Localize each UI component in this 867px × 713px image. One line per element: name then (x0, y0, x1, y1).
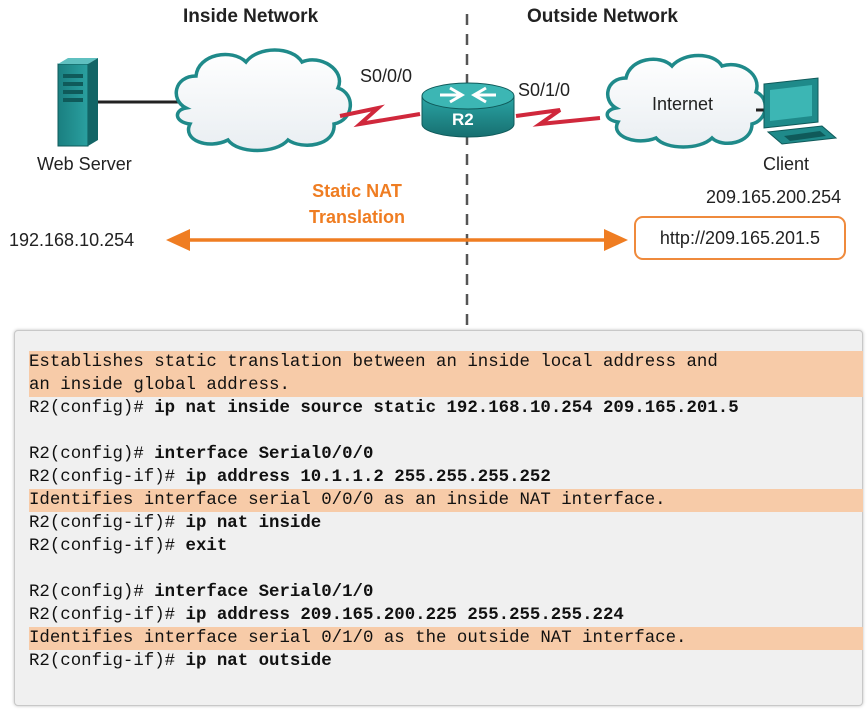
config-line: R2(config-if)# exit (29, 535, 863, 558)
prompt: R2(config)# (29, 399, 144, 418)
config-line: R2(config-if)# ip nat outside (29, 650, 863, 673)
router-r2-icon (421, 82, 515, 138)
config-line: R2(config-if)# ip address 209.165.200.22… (29, 604, 863, 627)
prompt: R2(config-if)# (29, 468, 176, 487)
static-nat-line2: Translation (308, 207, 406, 227)
network-diagram (57, 14, 838, 330)
prompt: R2(config-if)# (29, 514, 176, 533)
inside-local-address: 192.168.10.254 (9, 230, 135, 250)
outside-network-header: Outside Network (527, 6, 678, 27)
config-line: R2(config)# interface Serial0/0/0 (29, 443, 863, 466)
url-box: http://209.165.201.5 (634, 216, 846, 260)
interface-s000-label: S0/0/0 (360, 66, 413, 86)
command: interface Serial0/1/0 (143, 583, 374, 602)
desc-static-translation-line1: Establishes static translation between a… (29, 351, 863, 374)
router-label: R2 (452, 110, 474, 129)
command: ip nat inside (175, 514, 322, 533)
command: ip nat inside source static 192.168.10.2… (143, 399, 739, 418)
desc-inside-interface: Identifies interface serial 0/0/0 as an … (29, 489, 863, 512)
desc-static-translation-line2: an inside global address. (29, 374, 863, 397)
desc-outside-interface: Identifies interface serial 0/1/0 as the… (29, 627, 863, 650)
client-label: Client (763, 154, 810, 174)
client-computer-icon (763, 77, 838, 145)
command: ip address 209.165.200.225 255.255.255.2… (175, 606, 624, 625)
prompt: R2(config)# (29, 445, 144, 464)
serial-link-left (339, 104, 421, 128)
config-line: R2(config-if)# ip nat inside (29, 512, 863, 535)
command: exit (175, 537, 228, 556)
client-ip-address: 209.165.200.254 (706, 187, 842, 207)
inside-cloud-icon (174, 48, 353, 153)
config-line: R2(config-if)# ip address 10.1.1.2 255.2… (29, 466, 863, 489)
static-nat-arrow (166, 229, 628, 251)
web-server-label: Web Server (37, 154, 132, 174)
config-line: R2(config)# interface Serial0/1/0 (29, 581, 863, 604)
web-server-icon (57, 58, 98, 147)
command: interface Serial0/0/0 (143, 445, 374, 464)
url-text: http://209.165.201.5 (659, 227, 821, 248)
static-nat-line1: Static NAT (312, 181, 402, 201)
internet-label: Internet (652, 94, 714, 114)
prompt: R2(config-if)# (29, 537, 176, 556)
prompt: R2(config)# (29, 583, 144, 602)
command: ip nat outside (175, 652, 332, 671)
static-nat-title: Static NAT Translation (282, 178, 432, 230)
command: ip address 10.1.1.2 255.255.255.252 (175, 468, 551, 487)
prompt: R2(config-if)# (29, 652, 176, 671)
config-panel: Establishes static translation between a… (14, 330, 863, 706)
interface-s010-label: S0/1/0 (518, 80, 571, 100)
prompt: R2(config-if)# (29, 606, 176, 625)
serial-link-right (515, 108, 601, 127)
inside-network-header: Inside Network (183, 6, 319, 27)
config-line: R2(config)# ip nat inside source static … (29, 397, 863, 420)
